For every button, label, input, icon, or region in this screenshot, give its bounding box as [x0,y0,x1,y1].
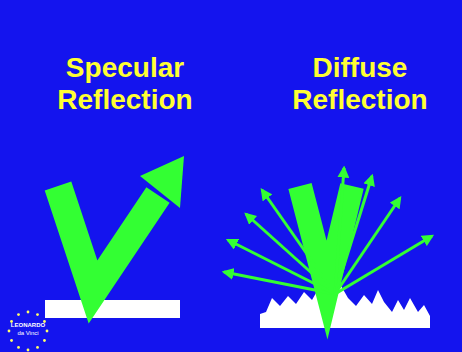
scattered-ray [335,236,432,294]
logo-star [17,346,20,349]
incident-ray [300,186,352,290]
logo-star [43,339,46,342]
logo-text: LEONARDO [4,322,52,328]
scattered-ray [224,272,335,294]
heading: Specular Reflection [45,52,205,116]
logo-star [10,339,13,342]
logo-star [46,330,49,333]
logo-star [36,313,39,316]
arrowhead [140,156,184,208]
smooth-surface [45,300,180,318]
logo-star [27,311,30,314]
rough-surface [260,284,430,328]
scattered-rays [224,168,432,294]
scattered-ray [228,240,335,294]
logo-star [8,330,11,333]
incident-reflected-ray [58,186,158,292]
logo-star [17,313,20,316]
logo-star [36,346,39,349]
logo-star [27,349,30,352]
scattered-ray [246,214,335,294]
heading: Diffuse Reflection [280,52,440,116]
scattered-ray [262,190,335,294]
scattered-ray [335,198,400,294]
logo-text: da Vinci [4,330,52,336]
